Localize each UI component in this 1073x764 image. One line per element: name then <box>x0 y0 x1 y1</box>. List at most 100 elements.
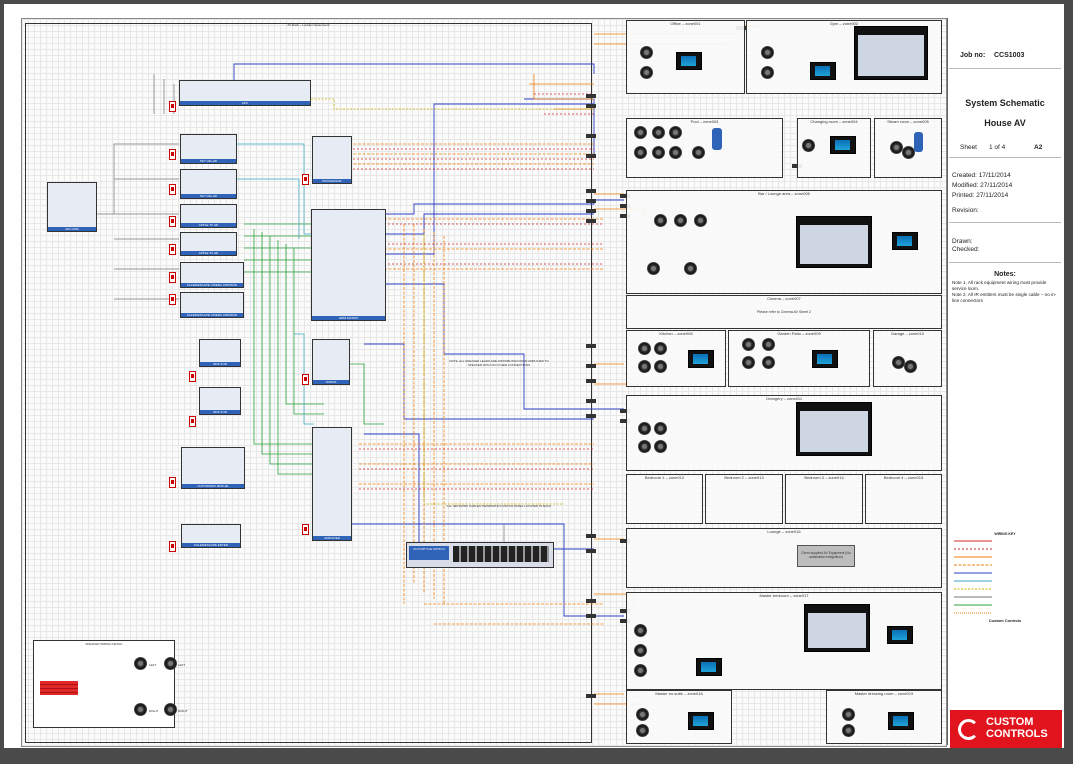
speaker-icon <box>892 356 905 369</box>
keypad-icon <box>688 712 714 730</box>
logo-text-2: CONTROLS <box>986 728 1048 740</box>
checked-label: Checked: <box>952 246 980 253</box>
power-plug <box>169 244 176 255</box>
revision-label: Revision: <box>952 207 979 214</box>
remote-icon <box>914 132 923 152</box>
paper-size: A2 <box>1034 144 1043 151</box>
sheet-number: 1 of 4 <box>989 144 1006 151</box>
zone-bar-lounge: Bar / Lounge area – zone006 <box>626 190 942 294</box>
speaker-detail-title: SPEAKER WIRING DETAIL <box>85 642 123 646</box>
keypad-icon <box>696 658 722 676</box>
speaker-icon <box>654 440 667 453</box>
speaker-icon <box>742 338 755 351</box>
speaker-label: RIGHT <box>149 709 159 713</box>
keypad-icon <box>812 350 838 368</box>
apple-tv-1: APPLE TV HD <box>180 204 237 228</box>
speaker-icon <box>640 66 653 79</box>
speaker-icon <box>742 356 755 369</box>
logo-ring-icon <box>958 719 979 740</box>
speaker-icon <box>762 338 775 351</box>
speaker-icon <box>652 126 665 139</box>
power-plug <box>169 216 176 227</box>
speaker-icon <box>636 708 649 721</box>
tv-icon <box>796 216 872 268</box>
keypad-icon <box>892 232 918 250</box>
wiring-key-title: WIRING KEY <box>994 532 1016 536</box>
power-plug <box>169 272 176 283</box>
speaker-icon <box>654 422 667 435</box>
speaker-icon <box>762 356 775 369</box>
apple-tv-2: APPLE TV HD <box>180 232 237 256</box>
speaker-label: RIGHT <box>178 709 188 713</box>
sheet-label: Sheet <box>960 144 977 151</box>
tv-icon <box>804 604 870 652</box>
zone-bedroom-3: Bedroom 3 – zone014 <box>785 474 863 524</box>
keypad-icon <box>688 350 714 368</box>
sky-box-1: SKY HD+HD <box>180 134 237 164</box>
job-number: CCS1003 <box>994 52 1025 59</box>
power-plug <box>169 184 176 195</box>
kaleidescape-1: KALEIDESCAPE CINEMA CRIMSON <box>180 262 244 288</box>
power-plug <box>189 371 196 382</box>
zone-bedroom-1: Bedroom 1 – zone012 <box>626 474 703 524</box>
power-plug <box>169 149 176 160</box>
poe-switch-label: 24 PORT PoE SWITCH <box>409 546 449 560</box>
job-label: Job no: <box>960 52 986 59</box>
drawn-label: Drawn: <box>952 238 973 245</box>
speaker-icon <box>902 146 915 159</box>
speaker-icon <box>638 422 651 435</box>
speaker-label: LEFT <box>178 663 186 667</box>
ir-ip-2: IR/IP 4×IR <box>199 387 241 415</box>
keypad-icon <box>888 712 914 730</box>
power-plug <box>169 541 176 552</box>
rack-center-note: NOTE: ALL SPEAKER LEADS ARE DISTRIBUTED … <box>449 359 549 367</box>
speaker-icon <box>692 146 705 159</box>
power-plug <box>169 101 176 112</box>
logo-text-1: CUSTOM <box>986 716 1034 728</box>
speaker-icon <box>761 46 774 59</box>
speaker-icon <box>638 440 651 453</box>
power-plug <box>189 416 196 427</box>
keypad-icon <box>830 136 856 154</box>
zone-cinema: Cinema – zone007 Please refer to Cinema … <box>626 295 942 329</box>
speaker-icon <box>634 126 647 139</box>
amplifier: AMPLIFIER <box>312 427 352 541</box>
switch-note: ALL NETWORK CABLES TERMINATE IN PATCH PA… <box>446 504 552 508</box>
tv-icon <box>796 402 872 456</box>
speaker-icon <box>842 724 855 737</box>
notes-title: Notes: <box>994 271 1016 278</box>
modified-date: Modified: 27/11/2014 <box>952 182 1013 189</box>
zone-pool: Pool – zone003 <box>626 118 783 178</box>
speaker-icon <box>684 262 697 275</box>
speaker-icon <box>634 644 647 657</box>
rack-title: AV Rack – Location (basement) <box>287 23 330 27</box>
speaker-icon <box>761 66 774 79</box>
speaker-wiring-detail: SPEAKER WIRING DETAIL LEFT LEFT RIGHT RI… <box>33 640 187 728</box>
speaker-icon <box>904 360 917 373</box>
created-date: Created: 17/11/2014 <box>952 172 1011 179</box>
power-plug <box>302 374 309 385</box>
sonos: SONOS <box>312 339 350 385</box>
printed-date: Printed: 27/11/2014 <box>952 192 1009 199</box>
client-equipment-box: Client supplied AV Equipment (No automat… <box>797 545 855 567</box>
zone-bedroom-2: Bedroom 2 – zone013 <box>705 474 783 524</box>
speaker-icon <box>134 703 147 716</box>
speaker-label: LEFT <box>149 663 157 667</box>
patch-panel: APC <box>179 80 311 106</box>
company-logo: CUSTOM CONTROLS <box>950 710 1062 748</box>
processor: PROCESSOR <box>312 136 352 184</box>
note-1: Note 1. All rack equipment wiring must p… <box>952 280 1047 291</box>
poe-switch: 24 PORT PoE SWITCH <box>406 542 554 568</box>
sky-box-2: SKY HD+HD <box>180 169 237 199</box>
remote-icon <box>712 128 722 150</box>
speaker-icon <box>647 262 660 275</box>
speaker-icon <box>802 139 815 152</box>
speaker-icon <box>640 46 653 59</box>
power-plug <box>169 477 176 488</box>
hdmi-matrix: HDMI MATRIX <box>311 209 386 321</box>
zone-lounge: Lounge – zone016 Client supplied AV Equi… <box>626 528 942 588</box>
speaker-icon <box>638 342 651 355</box>
ups-device: APC F8SI <box>47 182 97 232</box>
speaker-icon <box>634 624 647 637</box>
zone-garage: Garage – zone010 <box>873 330 942 387</box>
